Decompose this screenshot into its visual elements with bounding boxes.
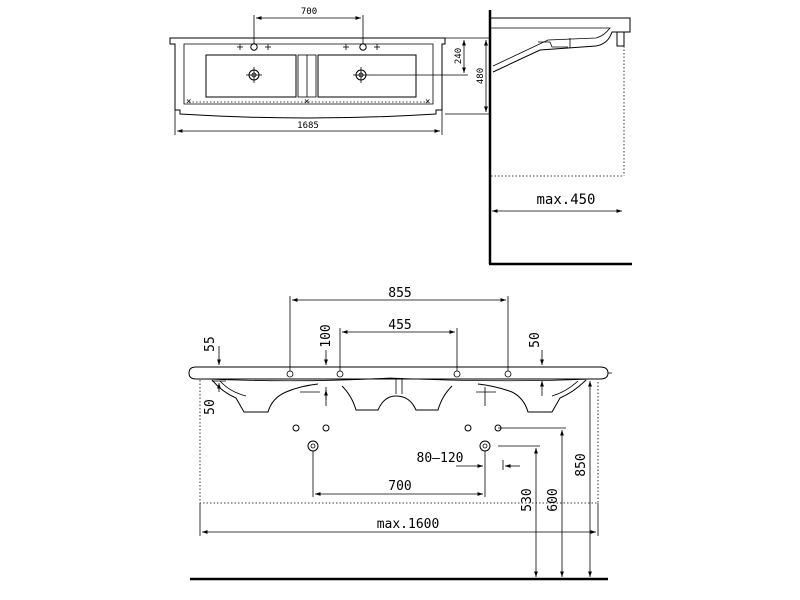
right-basin-outline: [317, 54, 417, 98]
right-tap-hole: [343, 43, 380, 51]
water-connections: [292, 424, 502, 452]
side-basin-profile: [491, 17, 631, 73]
dim-855-label: 855: [388, 286, 411, 301]
left-basin-bowl: [211, 379, 319, 413]
top-view-outline: [169, 37, 446, 119]
countertop: [188, 366, 609, 380]
dim-width-label: 1685: [297, 121, 319, 131]
top-view: × × × 700 240: [169, 7, 490, 135]
side-tap-block: [616, 31, 625, 47]
top-view-rim: [183, 43, 434, 105]
dim-850-label: 850: [574, 453, 589, 476]
dim-depth-small-label: 240: [454, 48, 464, 64]
side-siphon: [538, 41, 568, 48]
dim-530-label: 530: [520, 488, 535, 511]
dim-100-label: 100: [319, 324, 334, 347]
side-view: max.450: [488, 10, 632, 266]
dim-80-120-label: 80–120: [417, 451, 464, 466]
dim-455-label: 455: [388, 318, 411, 333]
right-basin-bowl: [477, 379, 587, 413]
dim-600-label: 600: [546, 488, 561, 511]
left-anchor-mark: ×: [186, 97, 191, 107]
front-tap-marks: [286, 370, 512, 378]
dim-50-left-label: 50: [203, 399, 218, 415]
right-anchor-mark: ×: [425, 97, 430, 107]
right-drain: [353, 67, 369, 83]
center-basin-support: [341, 385, 453, 411]
dim-depth-label: 480: [476, 68, 486, 84]
dim-50-right-label: 50: [528, 332, 543, 348]
left-basin-outline: [205, 54, 297, 98]
dim-700-label: 700: [388, 479, 411, 494]
dim-max-height-label: max.450: [536, 192, 595, 208]
center-anchor-mark: ×: [304, 97, 309, 107]
left-drain: [246, 67, 262, 83]
dim-max-1600-label: max.1600: [377, 517, 440, 532]
front-view: 855 455 55 50 100 50 80–120 700: [188, 286, 612, 581]
dim-55-label: 55: [203, 336, 218, 352]
dim-taps-label: 700: [301, 7, 317, 17]
front-cabinet-outline: [199, 380, 599, 504]
left-tap-hole: [237, 43, 271, 51]
